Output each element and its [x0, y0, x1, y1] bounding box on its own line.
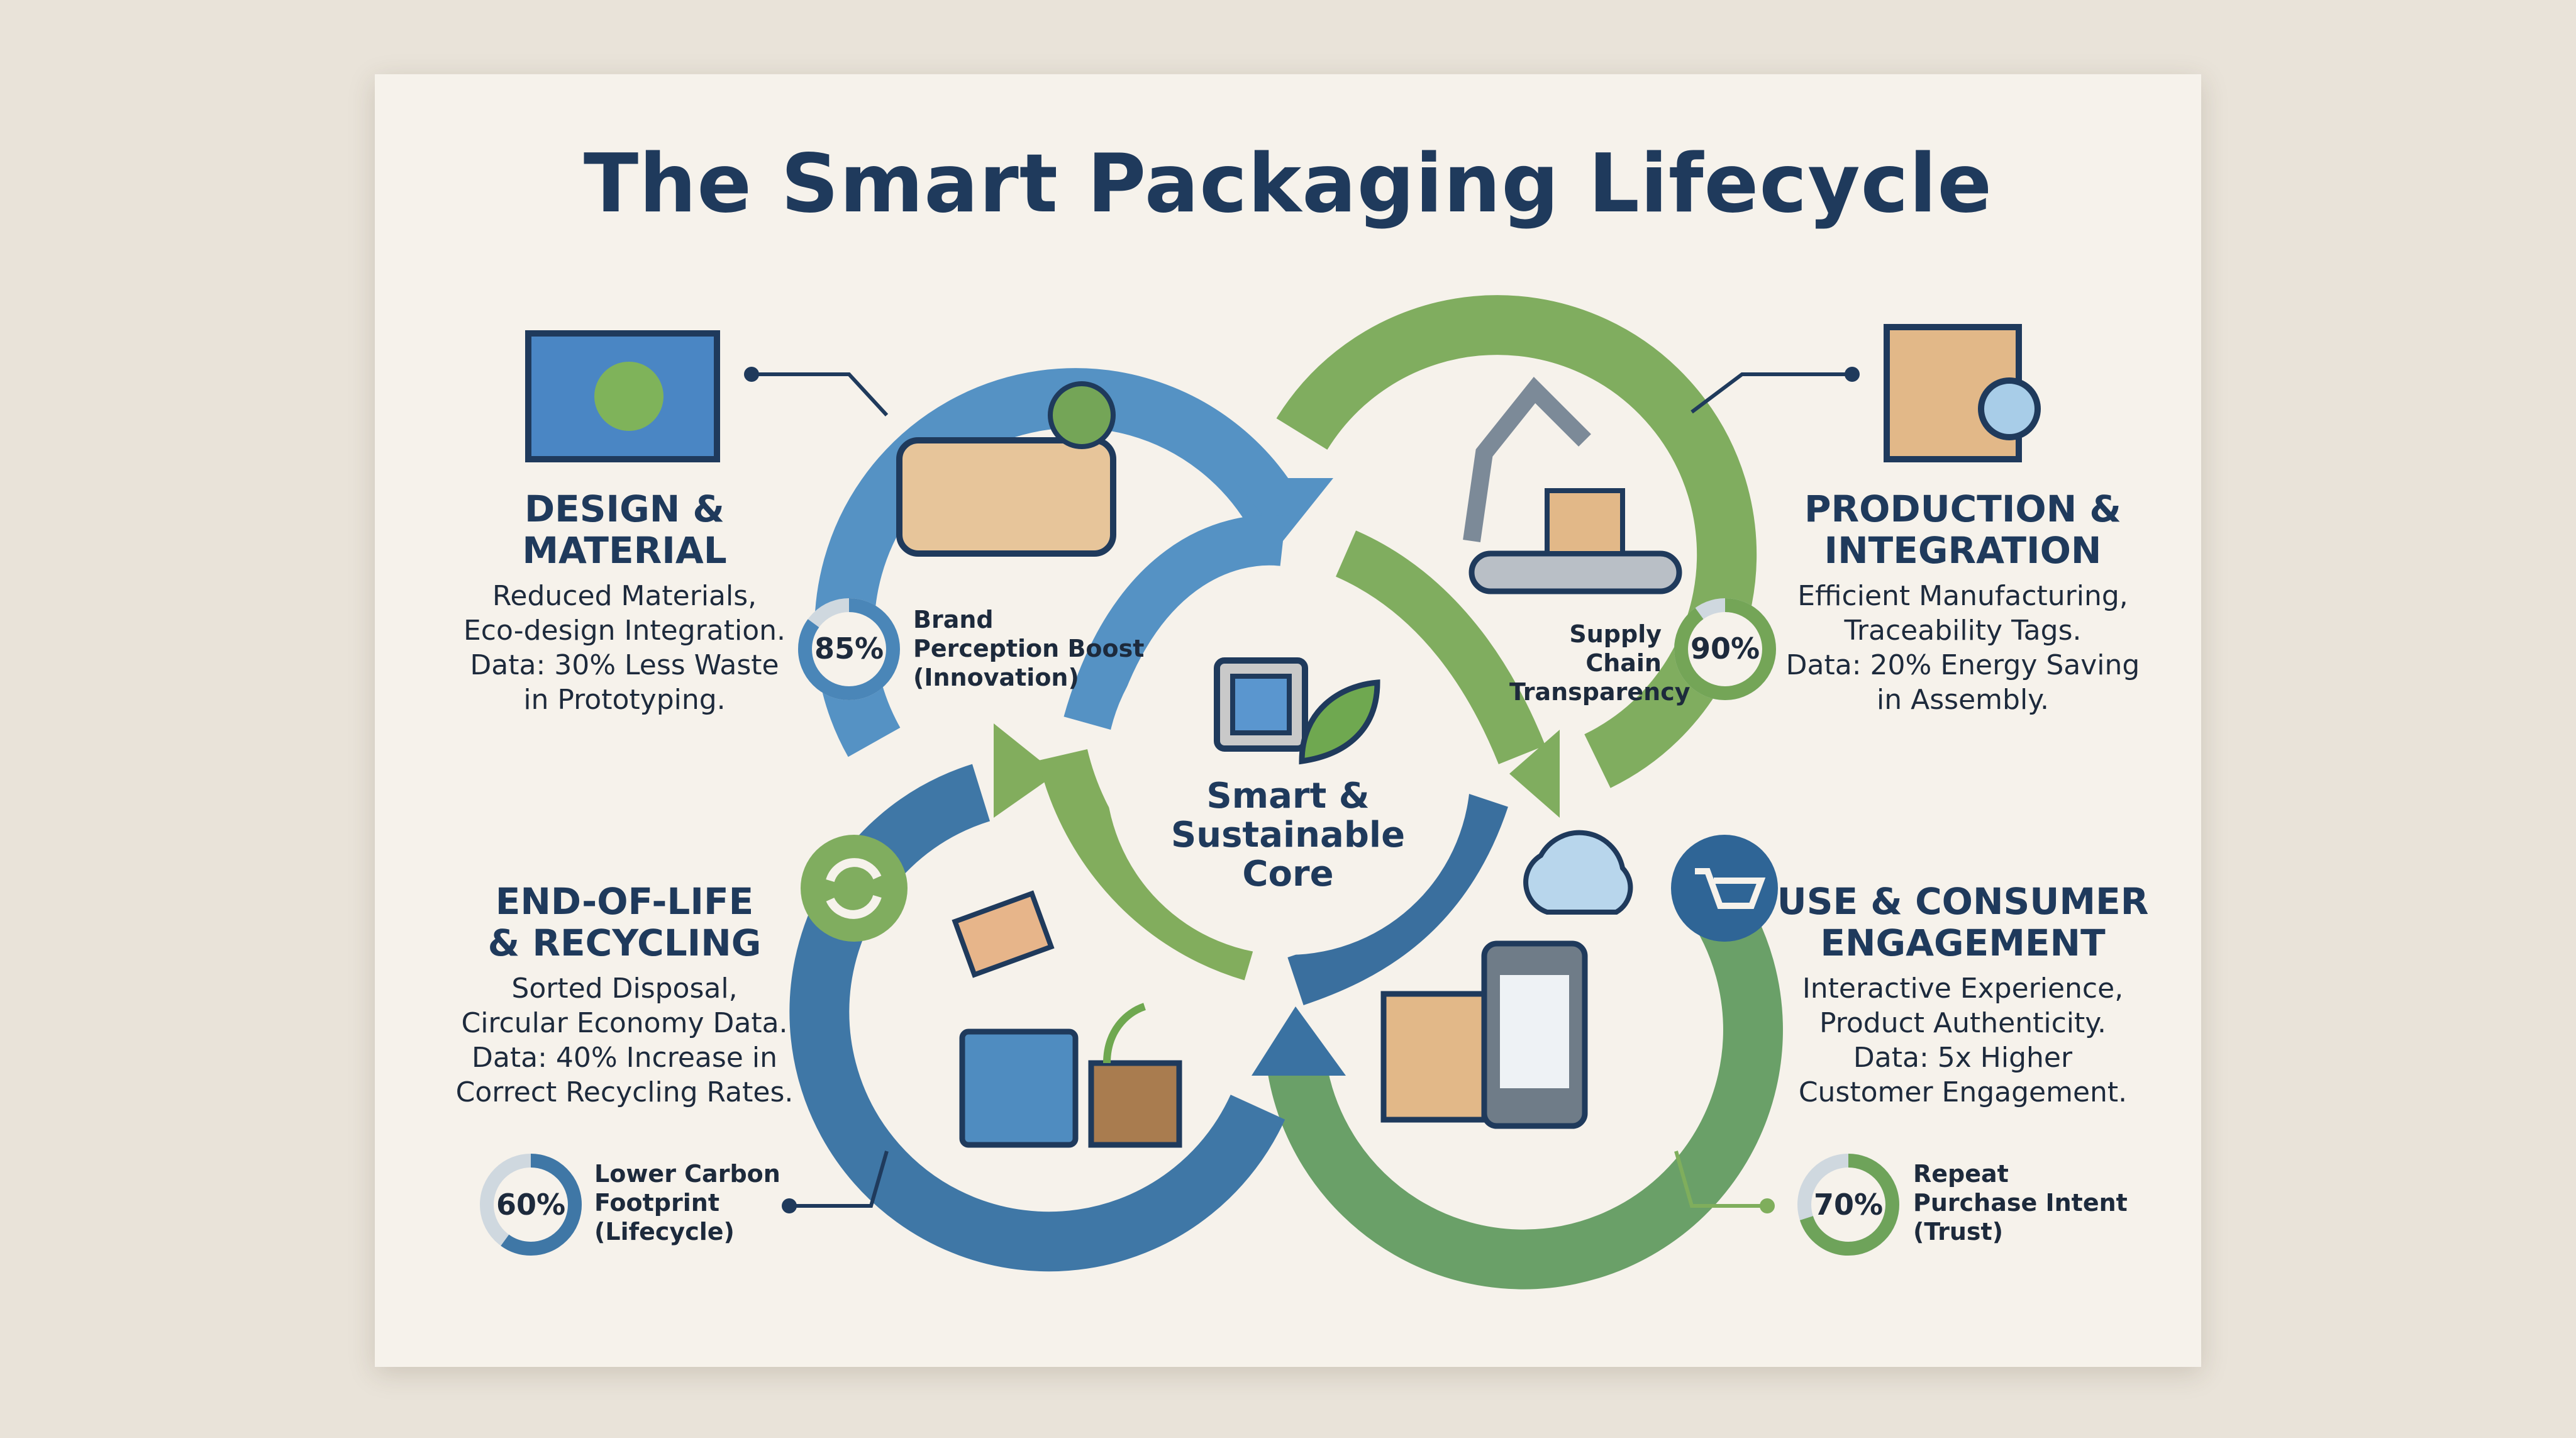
- design-arrow-head: [1233, 478, 1333, 541]
- inner-s-curve-blue2: [1287, 791, 1508, 1005]
- stage-heading: DESIGN &: [524, 488, 725, 530]
- stage-heading: & RECYCLING: [487, 922, 762, 964]
- metric-text: Perception Boost: [913, 635, 1145, 662]
- gauge-fill: [480, 1154, 582, 1256]
- metric-value: 60%: [496, 1188, 566, 1222]
- metric-text: (Lifecycle): [594, 1218, 735, 1246]
- stage-heading: MATERIAL: [522, 529, 727, 572]
- inner-s-curve-blue: [1063, 515, 1286, 730]
- core-text: Smart &: [1206, 776, 1370, 817]
- stage-text: Data: 40% Increase in: [472, 1042, 777, 1074]
- connector-use: [1674, 1151, 1767, 1208]
- stage-heading: END-OF-LIFE: [495, 880, 754, 923]
- stage-design: DESIGN &MATERIAL Reduced Materials,Eco-d…: [404, 488, 845, 717]
- stage-text: in Assembly.: [1877, 684, 2049, 716]
- use-arrow-head: [1252, 1006, 1346, 1076]
- refresh-icon: [801, 835, 908, 942]
- smart-lunchbox-icon: [896, 381, 1116, 557]
- stage-text: in Prototyping.: [523, 684, 726, 716]
- metric-text: Lower Carbon: [594, 1160, 780, 1188]
- gauge-fill: [798, 598, 900, 700]
- metric-text: Repeat: [1913, 1160, 2009, 1188]
- connector-recycle: [789, 1151, 889, 1208]
- metric-text: (Innovation): [913, 664, 1079, 691]
- phone-qr-scan-icon: [1380, 830, 1633, 1129]
- core-circle: [1106, 590, 1470, 955]
- stage-text: Correct Recycling Rates.: [455, 1076, 794, 1108]
- stage-text: Data: 20% Energy Saving: [1785, 649, 2140, 681]
- stage-heading: USE & CONSUMER: [1777, 880, 2149, 923]
- stage-text: Data: 5x Higher: [1853, 1042, 2073, 1074]
- stage-text: Interactive Experience,: [1802, 973, 2124, 1005]
- metric-value: 85%: [814, 632, 884, 666]
- metric-value: 90%: [1690, 632, 1760, 666]
- stage-text: Data: 30% Less Waste: [470, 649, 779, 681]
- metric-text: Transparency: [1509, 678, 1690, 706]
- recycle-arrow-head: [994, 723, 1057, 818]
- stage-text: Reduced Materials,: [492, 580, 757, 612]
- stage-text: Sorted Disposal,: [511, 973, 738, 1005]
- metric-text: Supply Chain: [1569, 620, 1662, 677]
- box-magnifier-icon: [1884, 324, 2041, 462]
- core-text: Core: [1242, 854, 1334, 895]
- metric-text: Purchase Intent: [1913, 1189, 2128, 1217]
- chip-leaf-icon: [1214, 657, 1380, 765]
- stage-production: PRODUCTION &INTEGRATION Efficient Manufa…: [1743, 488, 2183, 717]
- metric-text: (Trust): [1913, 1218, 2004, 1246]
- gauge-fill: [1674, 598, 1776, 700]
- stage-text: Efficient Manufacturing,: [1797, 580, 2128, 612]
- inner-s-curve-green: [1335, 530, 1546, 764]
- blueprint-recycle-icon: [525, 330, 720, 462]
- shopping-cart-icon: [1671, 835, 1778, 942]
- robot-arm-conveyor-icon: [1463, 377, 1682, 594]
- stage-heading: PRODUCTION &: [1804, 488, 2122, 530]
- stage-heading: ENGAGEMENT: [1820, 922, 2106, 964]
- stage-recycling: END-OF-LIFE& RECYCLING Sorted Disposal,C…: [404, 881, 845, 1110]
- metric-text: Brand: [913, 606, 994, 633]
- production-arrow-head: [1509, 730, 1560, 818]
- stage-heading: INTEGRATION: [1824, 529, 2102, 572]
- inner-s-curve-green2: [1038, 749, 1259, 981]
- stage-text: Customer Engagement.: [1798, 1076, 2128, 1108]
- metric-text: Footprint: [594, 1189, 719, 1217]
- page-title: The Smart Packaging Lifecycle: [583, 137, 1993, 231]
- stage-text: Eco-design Integration.: [464, 615, 786, 647]
- metric-value: 70%: [1813, 1188, 1884, 1222]
- connector-design: [752, 372, 889, 417]
- gauge-fill: [1797, 1154, 1899, 1256]
- connector-production: [1690, 372, 1852, 414]
- stage-text: Circular Economy Data.: [461, 1007, 788, 1039]
- stage-text: Traceability Tags.: [1844, 615, 2082, 647]
- core-label: Smart & Sustainable Core: [1099, 777, 1477, 894]
- recycling-bins-icon: [952, 890, 1182, 1148]
- core-text: Sustainable: [1170, 815, 1406, 856]
- stage-text: Product Authenticity.: [1819, 1007, 2107, 1039]
- use-loop-arc: [1265, 861, 1783, 1290]
